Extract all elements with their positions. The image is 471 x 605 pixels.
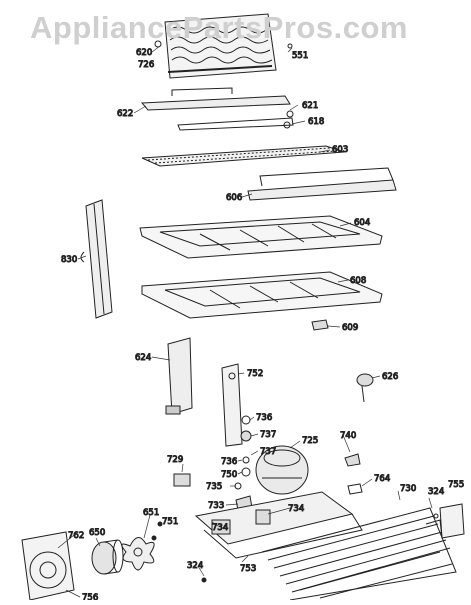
part-764 xyxy=(347,483,363,495)
callout-734-right: 734 xyxy=(288,504,304,514)
callout-736-lower: 736 xyxy=(221,457,237,467)
callout-618: 618 xyxy=(308,117,324,127)
evaporator-coil xyxy=(154,13,293,79)
callout-606: 606 xyxy=(226,193,242,203)
compressor-725 xyxy=(255,445,309,495)
callout-736-upper: 736 xyxy=(256,413,272,423)
evaporator-cover xyxy=(140,87,294,131)
leader-lines xyxy=(57,45,433,598)
watermark: AppliancePartsPros.com xyxy=(30,10,408,45)
callout-651: 651 xyxy=(143,508,159,518)
callout-603: 603 xyxy=(332,145,348,155)
callout-733: 733 xyxy=(208,501,224,511)
screw xyxy=(151,535,157,541)
callout-764: 764 xyxy=(374,474,390,484)
trim-606 xyxy=(247,167,397,201)
callout-621: 621 xyxy=(302,101,318,111)
callout-830: 830 xyxy=(61,255,77,265)
condenser-730 xyxy=(261,507,457,601)
callout-753: 753 xyxy=(240,564,256,574)
callout-762: 762 xyxy=(68,531,84,541)
callout-624: 624 xyxy=(135,353,151,363)
callout-650: 650 xyxy=(89,528,105,538)
switch-729 xyxy=(173,473,191,487)
fan-motor-650 xyxy=(91,539,124,575)
clip-740 xyxy=(344,453,361,467)
callout-737-upper: 737 xyxy=(260,430,276,440)
callout-604: 604 xyxy=(354,218,370,228)
callout-740: 740 xyxy=(340,431,356,441)
callout-labels: 620 726 551 621 622 618 603 606 604 830 … xyxy=(61,48,465,604)
callout-735: 735 xyxy=(206,482,222,492)
callout-755: 755 xyxy=(448,480,464,490)
base-pan xyxy=(194,491,363,559)
duct-830 xyxy=(80,199,113,319)
callout-626: 626 xyxy=(382,372,398,382)
panel-604 xyxy=(139,215,383,259)
callout-752: 752 xyxy=(247,369,263,379)
screw-751 xyxy=(157,521,163,527)
callout-726: 726 xyxy=(138,60,154,70)
callout-756: 756 xyxy=(82,593,98,600)
callout-734-left: 734 xyxy=(212,523,228,533)
callout-324-bottom: 324 xyxy=(187,561,203,571)
fan-blade-651 xyxy=(121,537,155,571)
screw-324 xyxy=(201,577,207,583)
callout-551: 551 xyxy=(292,51,308,61)
bracket-624 xyxy=(165,337,193,415)
callout-737-lower: 737 xyxy=(260,447,276,457)
bracket-755 xyxy=(425,503,465,539)
callout-729: 729 xyxy=(167,455,183,465)
callout-324-right: 324 xyxy=(428,487,444,497)
callout-751: 751 xyxy=(162,517,178,527)
callout-620: 620 xyxy=(136,48,152,58)
panel-608 xyxy=(141,271,383,331)
callout-608: 608 xyxy=(350,276,366,286)
fan-shroud-762 xyxy=(21,531,75,601)
callout-609: 609 xyxy=(342,323,358,333)
relay-626 xyxy=(356,373,374,403)
callout-750: 750 xyxy=(221,470,237,480)
bracket-752 xyxy=(221,363,243,447)
callout-725: 725 xyxy=(302,436,318,446)
callout-622: 622 xyxy=(117,109,133,119)
callout-730: 730 xyxy=(400,484,416,494)
shelf-603 xyxy=(141,145,345,167)
